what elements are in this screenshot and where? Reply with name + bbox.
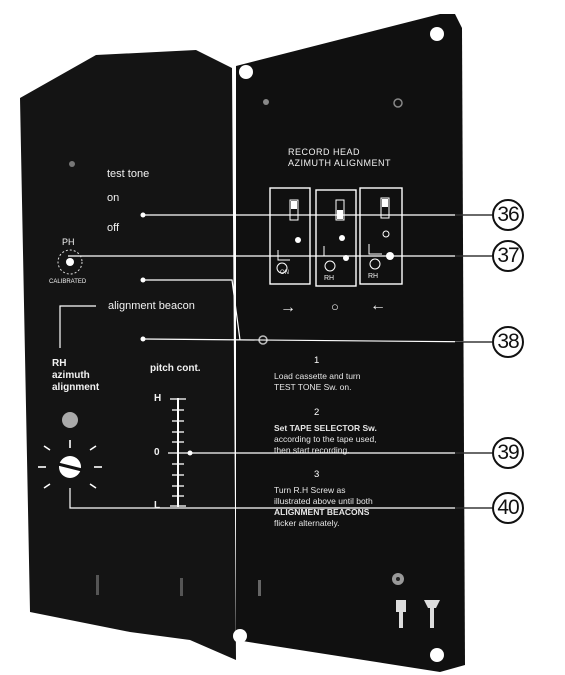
step-3-line4: flicker alternately. xyxy=(274,518,340,528)
beacon-box-2 xyxy=(315,189,357,287)
right-panel xyxy=(236,14,465,672)
callout-40-line xyxy=(69,488,492,509)
left-panel xyxy=(20,50,236,660)
arrow-left-icon: ← xyxy=(370,297,386,314)
bottom-slot xyxy=(180,578,183,596)
callout-38-line xyxy=(143,279,241,341)
callout-38: 38 xyxy=(492,326,524,358)
screw-icon xyxy=(396,577,400,581)
pitch-l-label: L xyxy=(154,500,161,511)
alignment-beacon-label: alignment beacon xyxy=(108,300,195,312)
test-tone-label: test tone xyxy=(107,168,150,180)
beacon-box-3 xyxy=(359,187,403,285)
off-label: off xyxy=(107,222,120,234)
screw-icon xyxy=(393,98,403,108)
screw-icon xyxy=(263,99,269,105)
callout-39: 39 xyxy=(492,437,524,469)
bottom-slot xyxy=(258,580,261,596)
panel-title-line2: AZIMUTH ALIGNMENT xyxy=(288,158,392,168)
step-1-line1: Load cassette and turn xyxy=(274,371,361,381)
step-3-line3: ALIGNMENT BEACONS xyxy=(274,507,370,517)
azimuth-label: azimuth xyxy=(52,370,90,381)
mount-hole xyxy=(430,27,444,41)
rh-label: RH xyxy=(52,358,67,369)
ph-calibrated-knob xyxy=(57,249,83,275)
arrow-right-icon: → xyxy=(280,299,296,316)
pitch-0-label: 0 xyxy=(154,447,160,458)
mount-hole xyxy=(430,648,444,662)
ph-label: PH xyxy=(62,237,75,247)
step-3-number: 3 xyxy=(314,469,320,480)
mount-hole xyxy=(239,65,253,79)
circle-indicator: ○ xyxy=(331,299,339,314)
bottom-connector xyxy=(424,600,440,628)
beacon-box-1 xyxy=(269,187,311,285)
step-2-number: 2 xyxy=(314,407,320,418)
rh-azimuth-screw xyxy=(38,412,102,489)
callout-40: 40 xyxy=(492,492,524,524)
beacon-bracket xyxy=(59,305,96,348)
step-1-number: 1 xyxy=(314,355,320,366)
step-2-line1: Set TAPE SELECTOR Sw. xyxy=(274,423,377,433)
step-1-line2: TEST TONE Sw. on. xyxy=(274,382,352,392)
step-3-line2: illustrated above until both xyxy=(274,496,373,506)
pitch-cont-label: pitch cont. xyxy=(150,363,201,374)
step-2-line3: then start recording. xyxy=(274,445,350,455)
screw-icon xyxy=(69,161,75,167)
box-label-2: RH xyxy=(324,275,335,282)
pitch-control-scale xyxy=(168,398,193,507)
alignment-label: alignment xyxy=(52,382,100,393)
on-label: on xyxy=(107,192,120,204)
panel-title-line1: RECORD HEAD xyxy=(288,147,361,157)
callout-37: 37 xyxy=(492,240,524,272)
bottom-connector xyxy=(396,600,406,628)
bottom-slot xyxy=(96,575,99,595)
step-3-line1: Turn R.H Screw as xyxy=(274,485,346,495)
box-label-1: ON xyxy=(280,270,289,276)
mount-hole xyxy=(233,629,247,643)
box-label-3: RH xyxy=(368,273,379,280)
pitch-h-label: H xyxy=(154,393,162,404)
step-2-line2: according to the tape used, xyxy=(274,434,377,444)
callout-36: 36 xyxy=(492,199,524,231)
calibrated-label: CALIBRATED xyxy=(49,279,87,285)
